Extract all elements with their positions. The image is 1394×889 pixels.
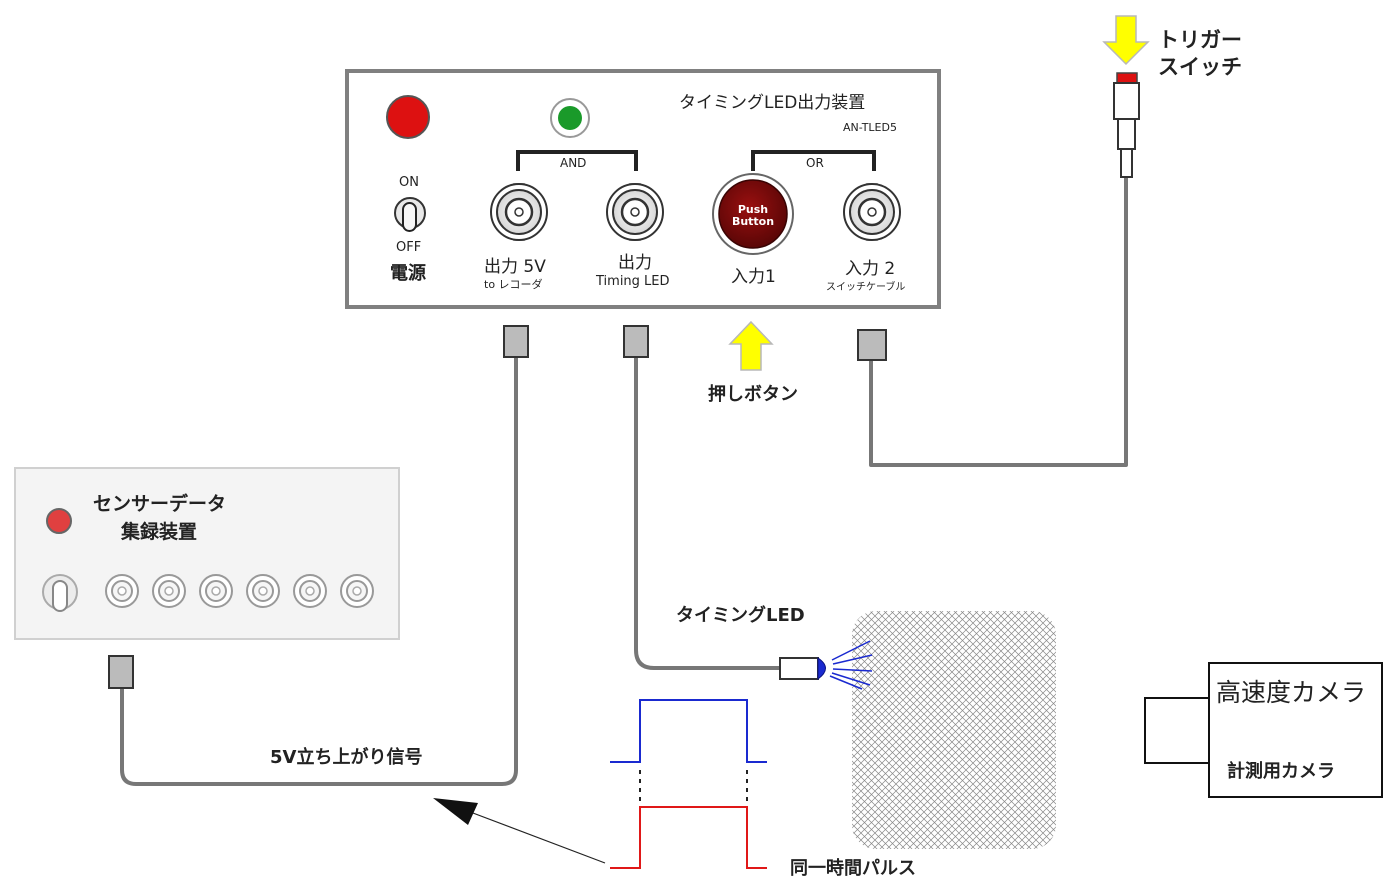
sensor-title-line2: 集録装置	[120, 520, 197, 543]
camera-lens	[1144, 697, 1211, 764]
output-5v-sublabel: to レコーダ	[484, 277, 543, 291]
trigger-label-line1: トリガー	[1158, 28, 1242, 52]
output-led-sublabel: Timing LED	[595, 274, 670, 289]
led-illuminated-area	[852, 611, 1056, 849]
sensor-bnc-1[interactable]	[105, 574, 139, 608]
sensor-bnc-2[interactable]	[152, 574, 186, 608]
or-bracket	[751, 150, 876, 171]
signal-arrow-head	[433, 798, 478, 825]
trigger-arrow	[1102, 15, 1150, 66]
timing-led	[779, 640, 873, 690]
timing-led-body	[779, 657, 819, 680]
timing-led-lens	[817, 657, 826, 680]
main-device: タイミングLED出力装置 AN-TLED5 ON OFF 電源 AND OR 出	[345, 69, 941, 309]
timing-led-rays	[829, 640, 873, 690]
cable-5v-to-sensor	[120, 357, 518, 786]
trigger-switch[interactable]	[1102, 15, 1150, 178]
power-on-label: ON	[399, 175, 419, 190]
or-label: OR	[806, 156, 824, 170]
push-button[interactable]: Push Button	[712, 173, 794, 255]
pulse-waveforms	[610, 699, 767, 869]
sensor-data-recorder: センサーデータ 集録装置	[14, 467, 400, 640]
bnc-output-timing-led[interactable]	[606, 183, 664, 241]
sensor-toggle-switch[interactable]	[52, 580, 68, 612]
trigger-switch-body	[1113, 82, 1140, 120]
sensor-bnc-6[interactable]	[340, 574, 374, 608]
trigger-switch-cap[interactable]	[1116, 72, 1138, 84]
plug-sensor	[108, 655, 134, 689]
bnc-input-2[interactable]	[843, 183, 901, 241]
trigger-switch-tail	[1120, 148, 1133, 178]
sensor-bnc-5[interactable]	[293, 574, 327, 608]
power-led	[386, 95, 430, 139]
plug-output-5v	[503, 325, 529, 358]
and-label: AND	[560, 156, 586, 170]
sensor-bnc-4[interactable]	[246, 574, 280, 608]
signal-arrow-line	[464, 809, 606, 864]
output-led-label: 出力	[618, 253, 652, 273]
device-title: タイミングLED出力装置	[679, 93, 865, 113]
camera-subtitle: 計測用カメラ	[1227, 760, 1335, 782]
sensor-led	[46, 508, 72, 534]
plug-input-2	[857, 329, 887, 361]
input-1-label: 入力1	[731, 267, 776, 287]
same-time-pulse-label: 同一時間パルス	[790, 858, 916, 879]
plug-output-led	[623, 325, 649, 358]
push-button-line2: Button	[732, 215, 774, 228]
camera-body	[1208, 662, 1383, 798]
input-2-label: 入力 2	[845, 259, 895, 279]
push-button-arrow	[728, 320, 774, 371]
sensor-title-line1: センサーデータ	[93, 492, 226, 515]
rising-signal-label: 5V立ち上がり信号	[270, 746, 422, 768]
push-button-caption: 押しボタン	[708, 383, 798, 405]
bnc-output-5v[interactable]	[490, 183, 548, 241]
power-label: 電源	[390, 262, 426, 284]
trigger-label-line2: スイッチ	[1158, 55, 1242, 79]
power-off-label: OFF	[396, 240, 421, 255]
push-button-line1: Push	[738, 203, 768, 216]
output-5v-label: 出力 5V	[484, 257, 546, 277]
input-2-sublabel: スイッチケーブル	[826, 280, 905, 293]
device-model: AN-TLED5	[843, 121, 897, 134]
and-bracket	[516, 150, 638, 171]
and-led	[558, 106, 582, 130]
cables	[120, 177, 1128, 786]
pulse-red-waveform	[610, 806, 767, 869]
sensor-device-box	[14, 467, 400, 640]
power-toggle-switch[interactable]	[402, 202, 417, 232]
cable-trigger-switch	[869, 177, 1128, 467]
pulse-blue-waveform	[610, 699, 767, 763]
camera-title: 高速度カメラ	[1216, 678, 1366, 707]
timing-led-caption: タイミングLED	[676, 604, 805, 626]
cable-plugs	[108, 325, 887, 689]
high-speed-camera: 高速度カメラ 計測用カメラ	[1144, 662, 1383, 798]
trigger-switch-neck	[1117, 118, 1136, 150]
sensor-bnc-3[interactable]	[199, 574, 233, 608]
cable-timing-led	[634, 357, 780, 670]
